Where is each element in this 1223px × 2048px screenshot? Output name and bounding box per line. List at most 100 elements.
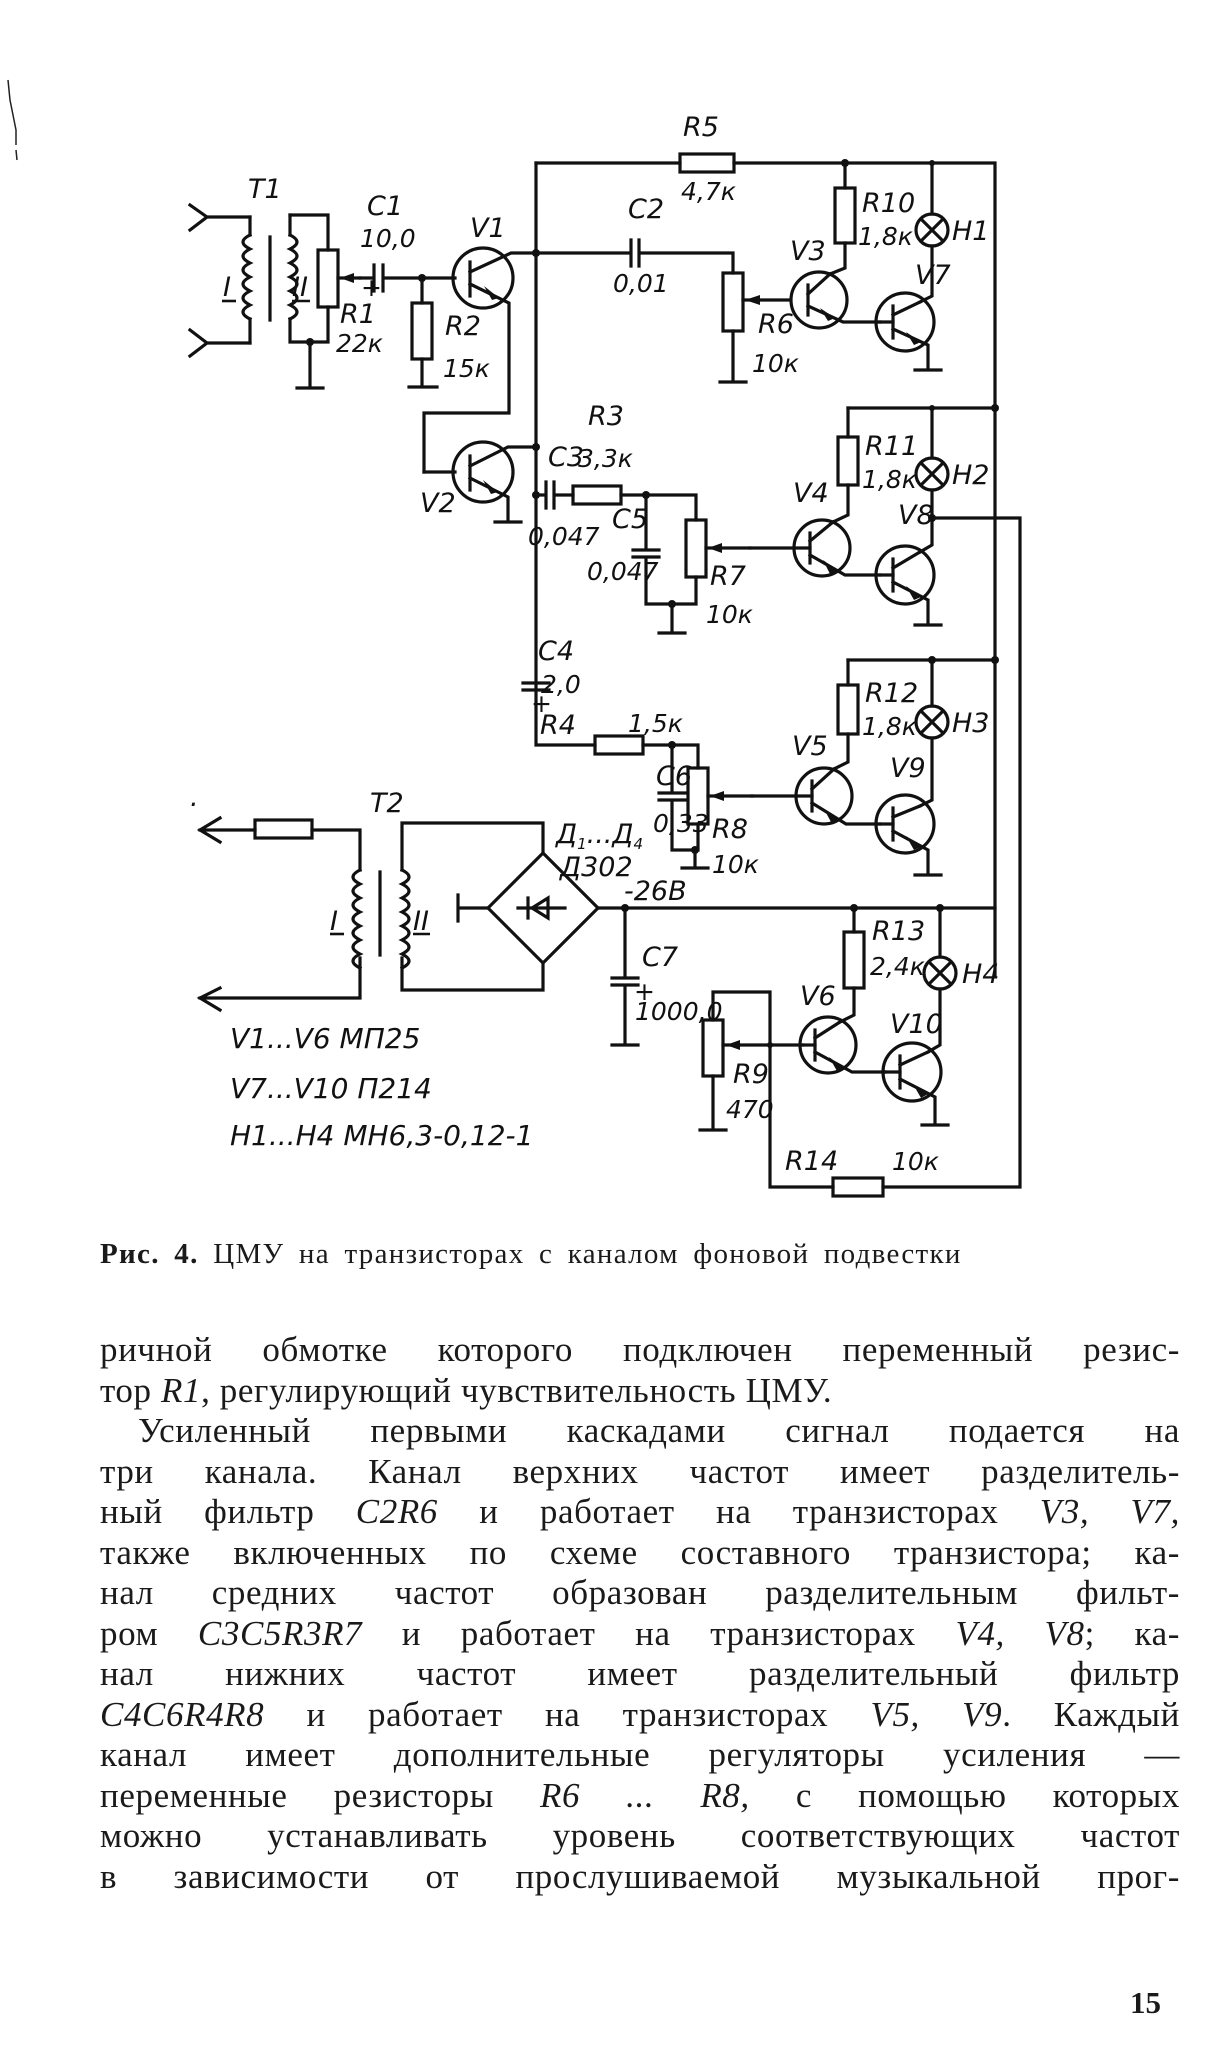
text-line: C4C6R4R8 и работает на транзисторах V5, … — [100, 1694, 1180, 1734]
t2-primary-label: I — [330, 906, 338, 937]
text-line: Усиленный первыми каскадами сигнал подае… — [138, 1411, 1180, 1450]
r5-value: 4,7к — [681, 177, 736, 206]
resistor-r10: R10 1,8к — [827, 159, 915, 277]
c1-value: 10,0 — [360, 224, 416, 253]
diode-bridge: Д1...Д4 Д302 — [456, 819, 643, 966]
v8-label: V8 — [898, 500, 934, 531]
c7-label: C7 — [642, 942, 678, 973]
r12-value: 1,8к — [862, 712, 917, 741]
text-line: переменные резисторы R6 ... R8, с помощь… — [100, 1775, 1180, 1815]
diode-type: Д302 — [559, 852, 633, 883]
c2-label: C2 — [628, 194, 664, 225]
potentiometer-r6: R6 10к — [718, 271, 799, 384]
r14-label: R14 — [785, 1146, 838, 1177]
v9-label: V9 — [890, 753, 926, 784]
v1-label: V1 — [470, 213, 506, 244]
capacitor-c6: C6 0,33 — [653, 741, 709, 852]
c6-label: C6 — [656, 761, 692, 792]
supply-rail: -26В — [621, 876, 997, 912]
h4-label: H4 — [962, 959, 999, 990]
text-line: тор R1, регулирующий чувствительность ЦМ… — [100, 1370, 833, 1410]
resistor-r12: R12 1,8к — [831, 656, 999, 772]
r4-label: R4 — [540, 710, 576, 741]
resistor-r2: R2 15к — [407, 274, 490, 389]
r6-value: 10к — [752, 349, 799, 378]
transistor-v9: V9 — [874, 753, 943, 877]
r2-label: R2 — [445, 311, 481, 342]
diode-label-main: Д1...Д4 — [555, 819, 643, 853]
transistor-v3: V3 — [789, 236, 882, 330]
transistor-v6: V6 — [798, 981, 887, 1075]
transformer-t2: T2 I II — [330, 788, 545, 992]
capacitor-c7: + C7 1000,0 — [610, 906, 722, 1047]
component-legend: V1...V6 МП25 V7...V10 П214 H1...H4 МН6,3… — [230, 1022, 533, 1152]
potentiometer-r9: R9 470 — [698, 990, 835, 1189]
r10-value: 1,8к — [858, 222, 913, 251]
r1-value: 22к — [336, 329, 383, 358]
c1-label: C1 — [367, 191, 403, 222]
r1-label: R1 — [340, 299, 376, 330]
t1-primary-label: I — [223, 272, 231, 303]
v6-label: V6 — [800, 981, 836, 1012]
transformer-t1: T1 I II — [222, 174, 330, 345]
t1-label: T1 — [248, 174, 282, 205]
text-line: можно устанавливать уровень соответствую… — [100, 1816, 1180, 1855]
figure-caption: Рис. 4. ЦМУ на транзисторах с каналом фо… — [100, 1238, 1150, 1271]
v4-label: V4 — [793, 478, 829, 509]
c4-value: 2,0 — [541, 670, 581, 699]
h1-label: H1 — [952, 216, 989, 247]
v5-label: V5 — [792, 731, 828, 762]
lamp-h2: H2 — [881, 406, 1022, 1189]
transistor-v7: V7 — [874, 260, 951, 372]
text-line: канал имеет дополнительные регуляторы ус… — [100, 1735, 1180, 1774]
r8-value: 10к — [712, 850, 759, 879]
transistor-v5: V5 — [750, 731, 882, 826]
transistor-v4: V4 — [748, 478, 882, 578]
r7-label: R7 — [710, 561, 746, 592]
c5-label: C5 — [612, 504, 648, 535]
potentiometer-r7: R7 10к — [644, 493, 753, 635]
r7-value: 10к — [706, 600, 753, 629]
capacitor-c4: + C4 2,0 — [521, 636, 581, 718]
page-number: 15 — [1130, 1985, 1161, 2020]
legend-line: V1...V6 МП25 — [230, 1022, 420, 1055]
v2-label: V2 — [420, 488, 456, 519]
r3-value: 3,3к — [578, 444, 633, 473]
r14-value: 10к — [892, 1147, 939, 1176]
r9-label: R9 — [733, 1059, 769, 1090]
c4-label: C4 — [538, 636, 574, 667]
r9-value: 470 — [726, 1095, 774, 1124]
resistor-r13: R13 2,4к — [837, 906, 925, 1025]
r6-label: R6 — [758, 309, 794, 340]
r4-value: 1,5к — [628, 709, 683, 738]
capacitor-c5: C5 0,047 — [587, 491, 674, 606]
resistor-r3: R3 3,3к — [571, 401, 648, 506]
transistor-v10: V10 — [881, 1009, 950, 1127]
r11-label: R11 — [865, 431, 918, 462]
mains-dot: . — [190, 782, 199, 813]
r2-value: 15к — [443, 354, 490, 383]
legend-line: H1...H4 МН6,3-0,12-1 — [230, 1119, 533, 1152]
c4-polarity: + — [531, 689, 552, 718]
r5-label: R5 — [683, 112, 719, 143]
t1-secondary-label: II — [292, 272, 308, 303]
text-line: нал средних частот образован разделитель… — [100, 1573, 1180, 1612]
r13-value: 2,4к — [870, 952, 925, 981]
transistor-v1: V1 — [420, 213, 538, 474]
text-line: ный фильтр C2R6 и работает на транзистор… — [100, 1492, 1180, 1531]
resistor-r11: R11 1,8к — [830, 404, 999, 525]
r8-label: R8 — [712, 814, 748, 845]
supply-voltage: -26В — [624, 876, 687, 907]
text-line: три канала. Канал верхних частот имеет р… — [100, 1451, 1180, 1491]
r12-label: R12 — [865, 678, 918, 709]
capacitor-c2: C2 0,01 — [534, 194, 735, 298]
r11-value: 1,8к — [862, 465, 917, 494]
lamp-h4: H4 — [922, 906, 999, 1055]
text-line: ричной обмотке которого подключен переме… — [100, 1330, 1180, 1369]
t2-secondary-label: II — [413, 906, 429, 937]
c1-polarity: + — [361, 273, 382, 302]
v10-label: V10 — [890, 1009, 943, 1040]
legend-line: V7...V10 П214 — [230, 1072, 432, 1105]
transistor-v2: V2 — [420, 440, 538, 524]
h2-label: H2 — [952, 460, 989, 491]
